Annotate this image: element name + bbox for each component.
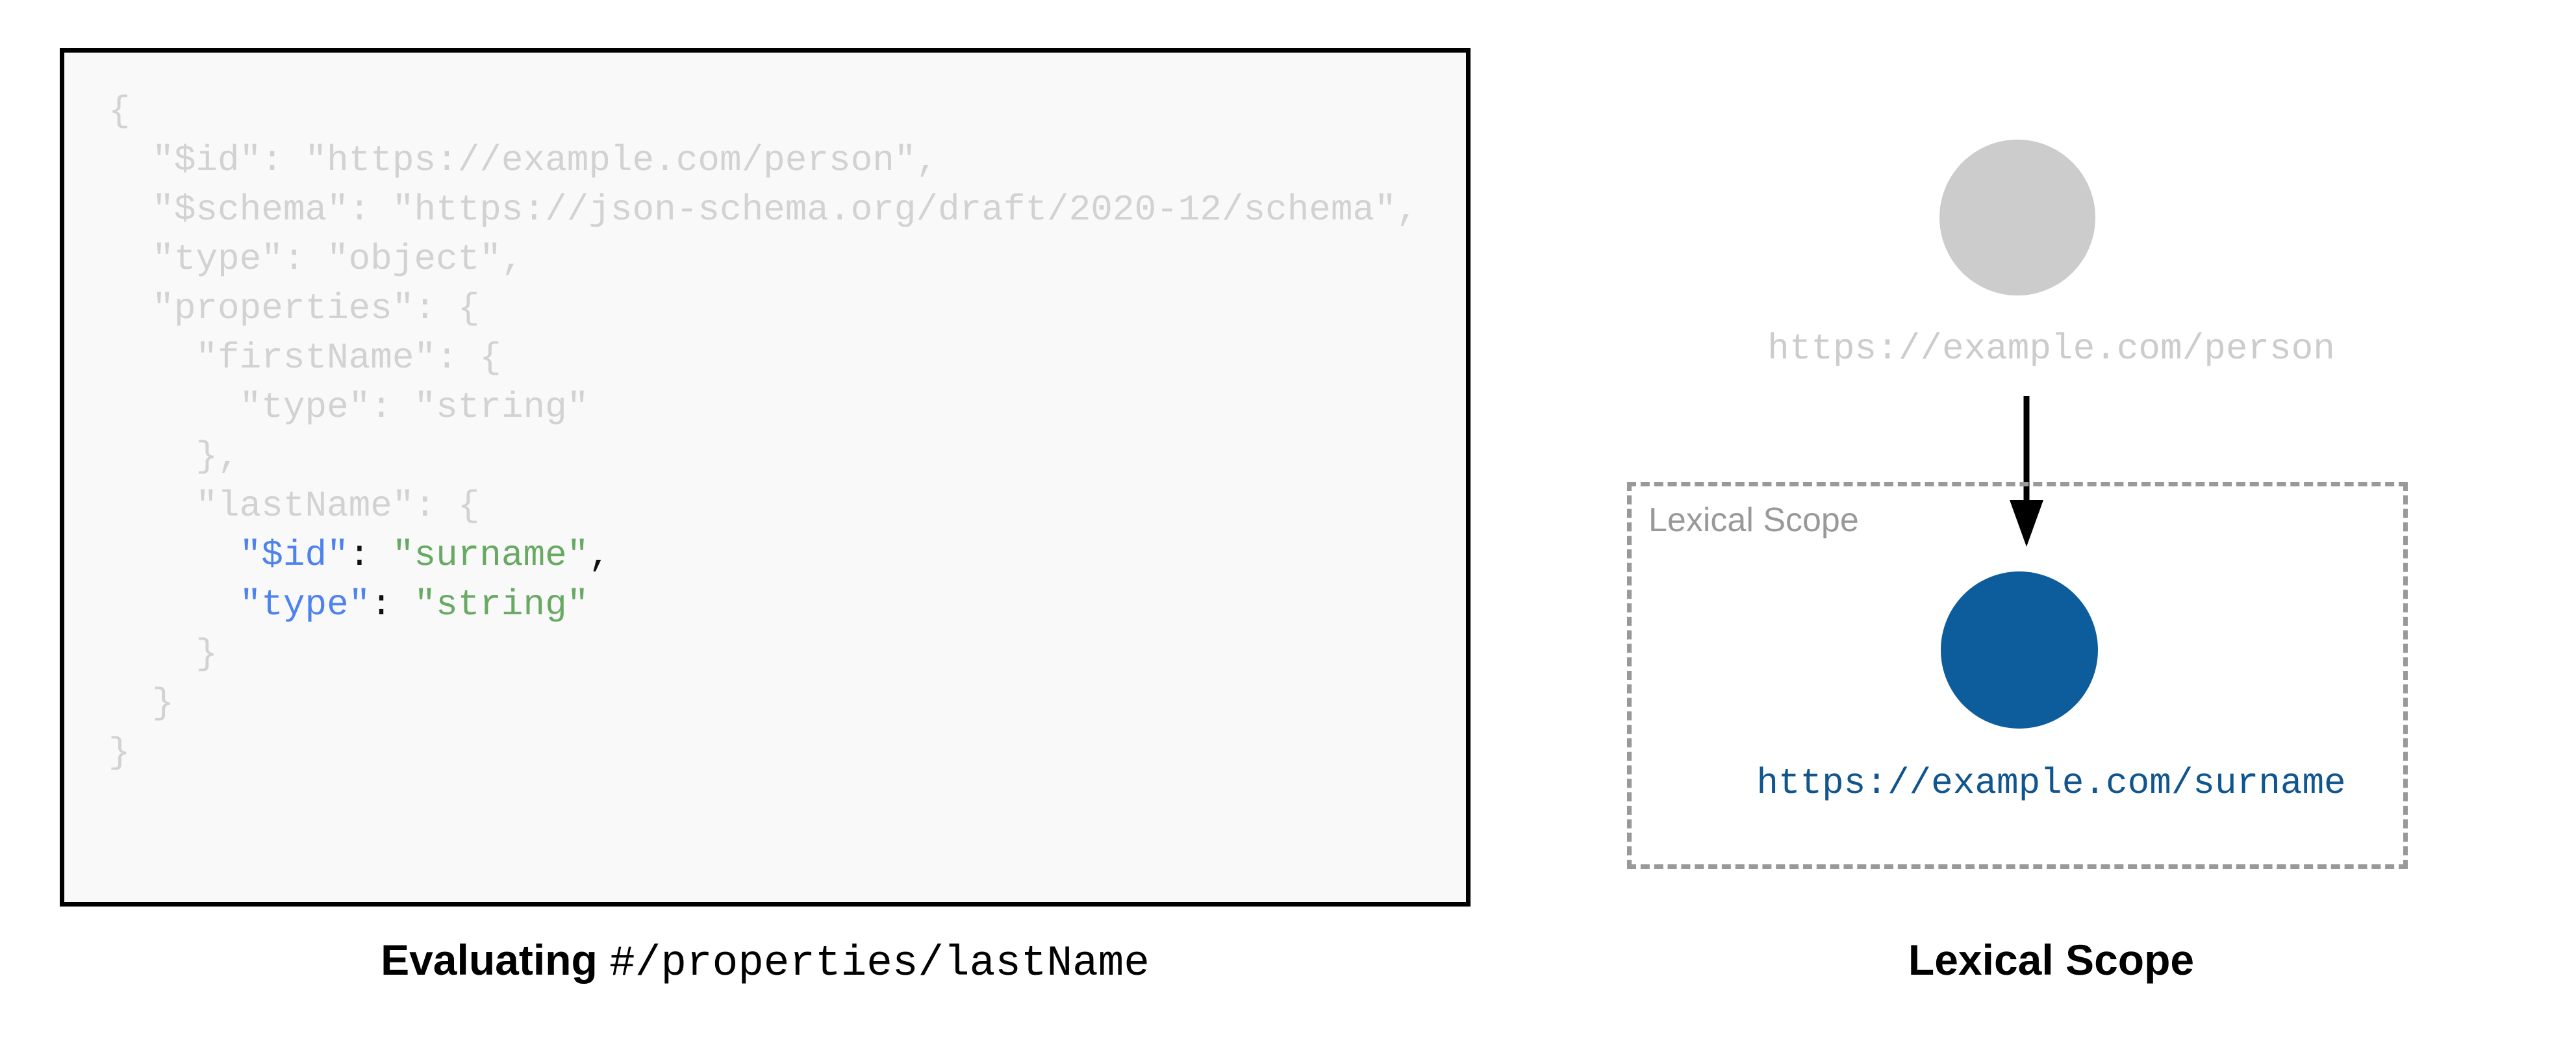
right-panel-caption: Lexical Scope — [1908, 936, 2195, 984]
code-block: { "$id": "https://example.com/person", "… — [60, 48, 1471, 907]
code-indent — [108, 485, 196, 527]
code-line: "firstName": { — [108, 333, 1466, 382]
schema-code-panel: { "$id": "https://example.com/person", "… — [60, 48, 1471, 988]
code-token-dim: { — [108, 90, 131, 132]
caption-evaluating-label: Evaluating — [381, 936, 610, 984]
graph-node-circle-icon-surname — [1941, 571, 2098, 729]
code-token-dim: "type": "object", — [152, 238, 524, 280]
code-token-dim: } — [108, 732, 131, 773]
code-line: "$id": "https://example.com/person", — [108, 136, 1466, 185]
code-indent — [108, 140, 152, 181]
lexical-scope-boundary-box: Lexical Scope — [1627, 482, 2408, 869]
code-listing: { "$id": "https://example.com/person", "… — [108, 86, 1466, 777]
code-token-key: "$id" — [239, 534, 349, 576]
lexical-scope-box-label: Lexical Scope — [1648, 501, 1859, 539]
code-line: { — [108, 86, 1466, 136]
person-node-label: https://example.com/person — [1767, 328, 2335, 369]
code-token-punct: : — [370, 584, 392, 625]
code-indent — [108, 584, 240, 625]
code-line: "$id": "surname", — [108, 531, 1466, 580]
code-token-val: "string" — [392, 584, 589, 625]
code-line: "lastName": { — [108, 481, 1466, 531]
code-token-dim: } — [152, 682, 174, 724]
graph-node-circle-icon-person — [1939, 140, 2095, 295]
lexical-scope-diagram-panel: https://example.com/person Lexical Scope… — [1526, 0, 2576, 1039]
code-indent — [108, 337, 196, 379]
code-indent — [108, 682, 152, 724]
code-token-dim: } — [196, 633, 218, 675]
code-token-dim: }, — [196, 436, 240, 477]
code-token-val: "surname" — [370, 534, 589, 576]
code-indent — [108, 288, 152, 329]
code-indent — [108, 189, 152, 231]
code-token-dim: "$schema": "https://json-schema.org/draf… — [152, 189, 1419, 231]
code-token-dim: "firstName": { — [196, 337, 501, 379]
code-indent — [108, 633, 196, 675]
code-line: "type": "string" — [108, 382, 1466, 432]
code-line: } — [108, 629, 1466, 679]
code-indent — [108, 238, 152, 280]
code-token-punct: : — [348, 534, 371, 576]
code-line: } — [108, 728, 1466, 777]
code-line: "type": "object", — [108, 234, 1466, 284]
left-panel-caption: Evaluating #/properties/lastName — [60, 935, 1471, 988]
code-line: "type": "string" — [108, 580, 1466, 629]
code-token-key: "type" — [239, 584, 371, 625]
code-token-dim: "lastName": { — [196, 485, 480, 527]
code-token-dim: "type": "string" — [239, 386, 589, 428]
surname-node-label: https://example.com/surname — [1756, 762, 2346, 804]
code-token-dim: "properties": { — [152, 288, 480, 329]
down-arrow-icon — [2010, 396, 2043, 547]
code-indent — [108, 436, 196, 477]
caption-json-pointer: #/properties/lastName — [609, 939, 1150, 988]
code-indent — [108, 386, 240, 428]
code-line: "$schema": "https://json-schema.org/draf… — [108, 185, 1466, 234]
code-line: } — [108, 679, 1466, 728]
code-line: }, — [108, 432, 1466, 481]
code-line: "properties": { — [108, 284, 1466, 333]
code-token-dim: "$id": "https://example.com/person", — [152, 140, 939, 181]
code-indent — [108, 534, 240, 576]
code-token-punct: , — [588, 534, 611, 576]
